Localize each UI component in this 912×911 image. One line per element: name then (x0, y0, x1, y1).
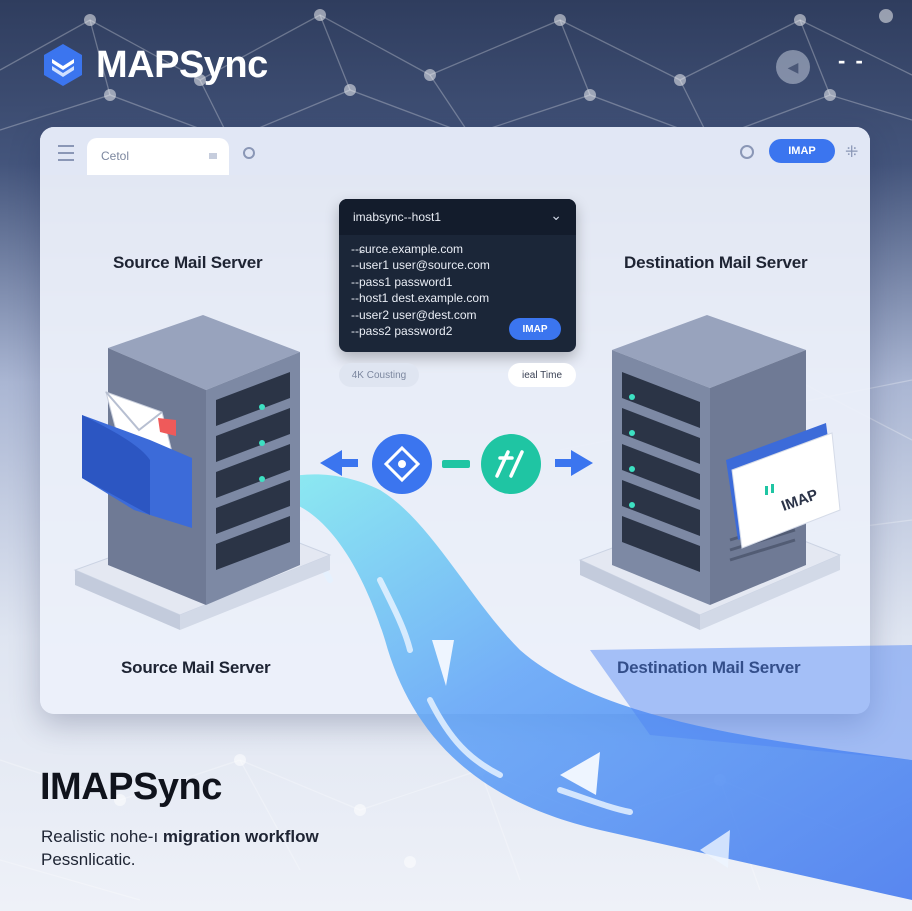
subtitle-bold: migration workflow (162, 827, 319, 846)
arrow-right-icon (555, 450, 593, 476)
terminal-line: --user2 user@dest.com (351, 307, 477, 322)
arrow-left-icon (320, 450, 358, 476)
destination-server-label-top: Destination Mail Server (624, 253, 808, 272)
terminal-line: --pass2 password2 (351, 324, 453, 339)
imap-button[interactable]: IMAP (769, 139, 835, 163)
flow-arrow-down-icon (432, 640, 454, 686)
menu-icon[interactable] (58, 145, 74, 161)
history-icon[interactable] (740, 145, 754, 159)
window-minimize-control[interactable]: - - (838, 48, 865, 73)
tab-label: Cetol (101, 149, 130, 163)
terminal-line: --ɕurce.example.com (351, 242, 464, 256)
terminal-line: --pass1 password1 (351, 274, 453, 289)
search-icon[interactable] (243, 147, 255, 159)
chevron-down-icon[interactable]: ⌄ (550, 207, 562, 223)
mapsync-logo-icon (44, 44, 82, 86)
realtime-chip[interactable]: ieal Time (508, 363, 576, 387)
terminal-lines: --ɕurce.example.com --user1 user@source.… (351, 241, 490, 339)
tab-main[interactable]: Cetol (87, 138, 229, 175)
source-server-label-bottom: Source Mail Server (121, 658, 271, 677)
flow-arrow-left-icon (560, 752, 600, 795)
terminal-header[interactable]: imabsync--host1 ⌄ (339, 199, 576, 235)
window-toolbar: Cetol IMAP ⁜ (40, 127, 870, 175)
back-button[interactable]: ◀ (776, 50, 810, 84)
product-subtitle: Realistic nohe-ı migration workflow Pess… (41, 825, 319, 871)
product-title: IMAPSync (40, 766, 222, 808)
mailbox-envelope-icon (82, 391, 192, 528)
transfer-node-button[interactable] (481, 434, 541, 494)
settings-icon[interactable]: ⁜ (845, 144, 859, 161)
subtitle-plain: Realistic nohe-ı (41, 827, 163, 846)
imap-badge-card (726, 423, 841, 549)
terminal-imap-button[interactable]: IMAP (509, 318, 561, 340)
subtitle-line2: Pessnlicatic. (41, 850, 136, 869)
source-server-label-top: Source Mail Server (113, 253, 263, 272)
tab-close-icon[interactable] (209, 153, 217, 159)
sync-node-button[interactable] (372, 434, 432, 494)
app-name: MAPSync (96, 43, 268, 86)
app-logo: MAPSync (40, 42, 268, 88)
data-flow-stream (230, 474, 912, 900)
destination-server-label-bottom: Destination Mail Server (617, 658, 801, 677)
terminal-title: imabsync--host1 (353, 210, 442, 224)
command-terminal: imabsync--host1 ⌄ --ɕurce.example.com --… (339, 199, 576, 352)
terminal-line: --host1 dest.example.com (351, 291, 490, 306)
terminal-line: --user1 user@source.com (351, 258, 490, 273)
counting-chip[interactable]: 4K Cousting (339, 363, 419, 387)
arrow-left-icon: ◀ (787, 58, 799, 75)
